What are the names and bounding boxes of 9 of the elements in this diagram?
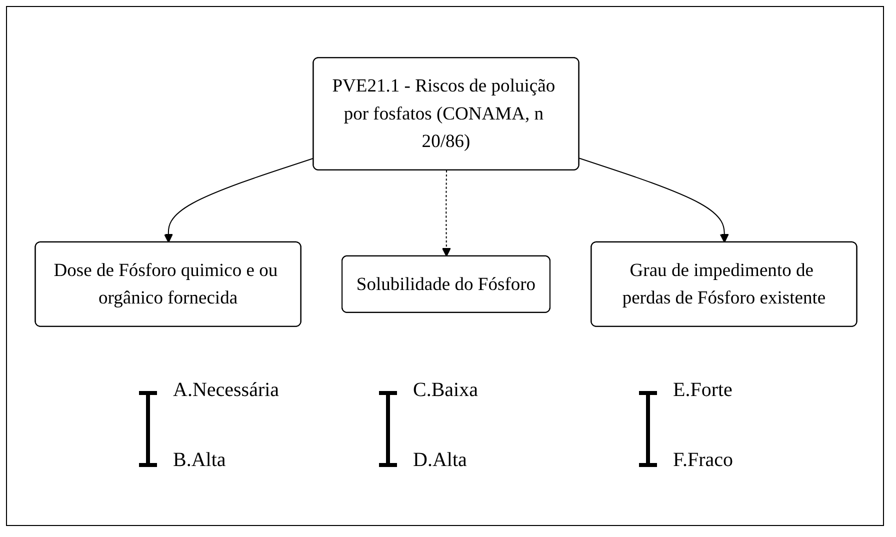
scale-level-label: F.Fraco (673, 449, 734, 472)
scale-level-label: D.Alta (413, 449, 467, 472)
scale-level-label: A.Necessária (173, 379, 280, 402)
scale-level-label: B.Alta (173, 449, 226, 472)
scale-level-label: E.Forte (673, 379, 732, 402)
scale-level-label: C.Baixa (413, 379, 478, 402)
arrow (442, 170, 451, 257)
arrow (579, 158, 729, 243)
arrow (164, 158, 314, 243)
